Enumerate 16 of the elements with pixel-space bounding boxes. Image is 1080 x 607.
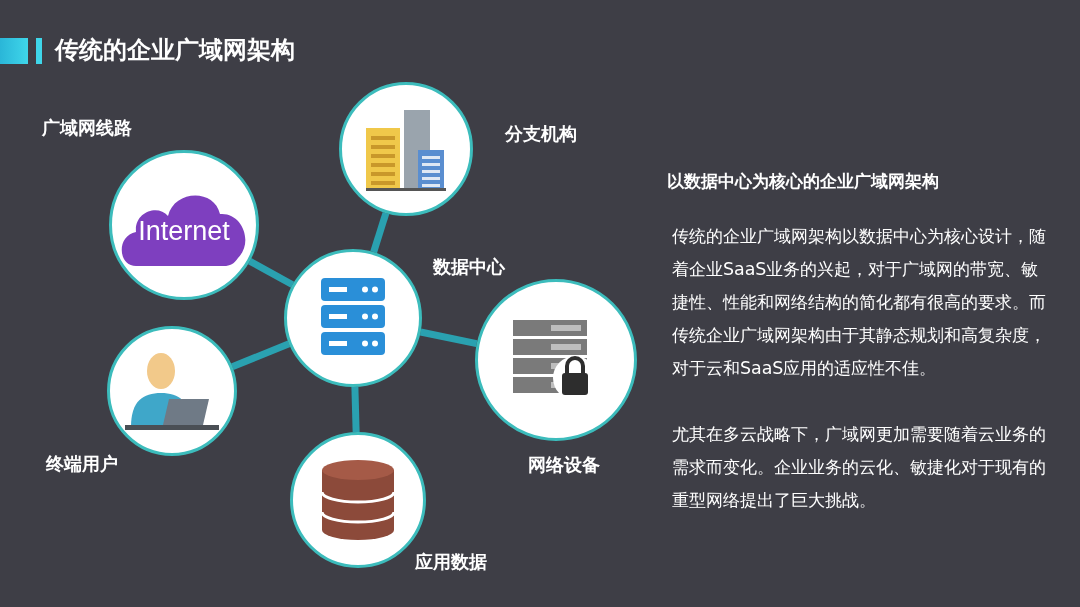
cloud-label: Internet [137, 216, 231, 247]
node-label: 分支机构 [505, 122, 577, 146]
connector-line [230, 340, 291, 370]
paragraph: 传统的企业广域网架构以数据中心为核心设计，随着企业SaaS业务的兴起，对于广域网的带宽、敏捷性、性能和网络结构的简化都有很高的要求。而传统企业广域网架构由于其静态规划和高复杂度，对于云和SaaS应用的适应性不佳。 [672, 225, 1046, 380]
connector-line [419, 328, 478, 347]
node-label: 应用数据 [415, 550, 487, 574]
section-heading: 以数据中心为核心的企业广域网架构 [667, 170, 939, 193]
node-label: 网络设备 [528, 453, 600, 477]
paragraph: 尤其在多云战略下，广域网更加需要随着云业务的需求而变化。企业业务的云化、敏捷化对于现有的重型网络提出了巨大挑战。 [672, 423, 1046, 512]
connector-line [370, 211, 390, 254]
node-label: 广域网线路 [42, 116, 132, 140]
slide-title: 传统的企业广域网架构 [55, 35, 295, 66]
node-label: 终端用户 [46, 452, 118, 476]
node-label: 数据中心 [433, 255, 505, 279]
connector-line [351, 386, 360, 433]
connector-line [248, 258, 295, 288]
